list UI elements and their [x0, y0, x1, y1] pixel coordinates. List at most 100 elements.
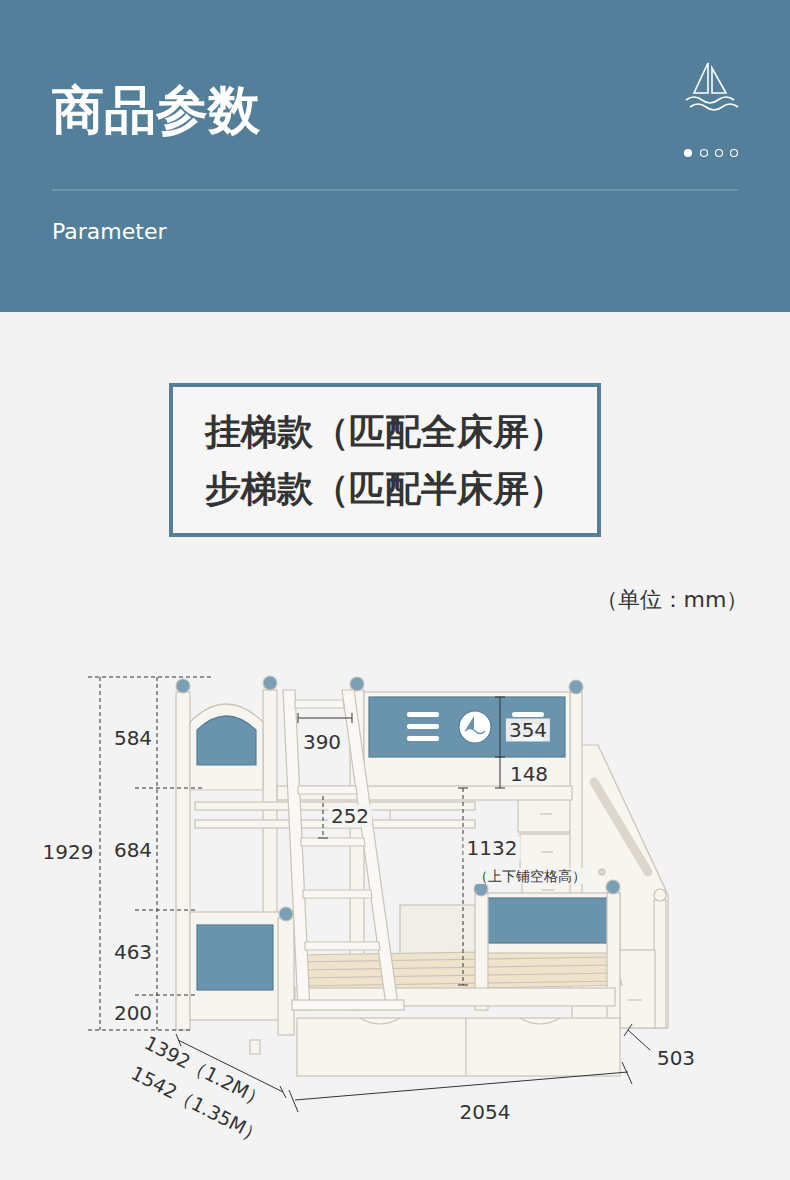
lower-bunk [299, 981, 621, 986]
page-dots [701, 150, 708, 157]
upper-rail [195, 786, 572, 828]
upper-headboard-right [369, 697, 565, 757]
dimension-lines [289, 1090, 298, 1112]
dimension-lines [298, 713, 299, 723]
variant-text: 挂梯款（匹配全床屏） [205, 403, 565, 460]
lower-bunk [487, 898, 611, 943]
sailboat-logo [686, 97, 734, 103]
lower-bunk [298, 965, 617, 970]
dimension-lines [157, 677, 158, 1030]
dimension-lines [323, 796, 324, 838]
dimension-lines [458, 985, 468, 986]
dimension-label: （上下铺空格高） [471, 868, 589, 884]
dimension-lines [176, 1034, 181, 1046]
upper-headboard-left [190, 704, 263, 790]
lower-bunk [295, 950, 622, 992]
under-bed-drawers [360, 1018, 400, 1024]
ladder [342, 690, 398, 1005]
header-rule [52, 190, 738, 191]
upper-headboard-right [350, 677, 364, 691]
dimension-label: 354 [506, 719, 550, 742]
stair-cabinet [615, 950, 655, 1028]
upper-rail [389, 810, 390, 820]
lower-headboard-left [190, 912, 280, 1020]
under-bed-drawers [465, 1018, 466, 1076]
dimension-lines [135, 910, 195, 911]
ladder [298, 786, 357, 794]
dimension-lines [88, 677, 212, 678]
dimension-lines [628, 1030, 650, 1050]
header-decoration [0, 0, 790, 312]
dimension-label: 1132 [464, 837, 521, 860]
stair-cabinet [628, 999, 642, 1000]
dimension-lines [298, 718, 352, 719]
dimension-label: 200 [114, 1002, 152, 1025]
ladder [303, 890, 372, 898]
dimension-lines [458, 788, 468, 789]
page-dots [716, 150, 723, 157]
upper-headboard-left [176, 679, 190, 693]
upper-headboard-left [176, 692, 190, 1030]
page-dots [685, 150, 692, 157]
dimension-label: 2054 [460, 1101, 511, 1124]
lower-headboard-left [278, 918, 294, 1035]
under-bed-drawers [250, 1040, 260, 1054]
lower-bunk [606, 880, 620, 894]
dimension-lines [295, 1072, 628, 1100]
page-dots [685, 150, 738, 157]
variant-text: 步梯款（匹配半床屏） [205, 460, 565, 517]
dimension-lines [495, 757, 505, 758]
dimension-lines [88, 1030, 190, 1031]
lower-bunk [607, 893, 620, 1030]
stair-cabinet [599, 869, 605, 875]
lower-headboard-left [279, 907, 293, 921]
dimension-label: 390 [300, 731, 344, 754]
page-ground [0, 312, 790, 1180]
dimension-label: 503 [657, 1047, 695, 1070]
dimension-lines [495, 788, 505, 789]
upper-headboard-right [569, 680, 583, 694]
ladder [283, 690, 404, 1010]
dimension-label: 1929 [43, 841, 94, 864]
dimension-lines [622, 1062, 632, 1084]
under-bed-drawers [297, 1018, 620, 1076]
dimension-lines [318, 838, 328, 839]
heading-text: 商品参数 [52, 79, 260, 141]
subheading-text: Parameter [52, 219, 166, 245]
stair-cabinet [520, 834, 574, 870]
dimension-lines [100, 677, 101, 1030]
lower-bunk [480, 893, 620, 953]
dimension-lines [88, 677, 650, 1112]
upper-rail [277, 786, 572, 800]
stair-cabinet [541, 851, 553, 852]
dimension-label: 148 [507, 763, 551, 786]
upper-headboard-right [407, 724, 439, 729]
stair-cabinet [518, 796, 574, 832]
upper-headboard-right [364, 692, 570, 788]
dimension-label: 584 [114, 727, 152, 750]
upper-headboard-left [263, 676, 277, 690]
lower-bunk [298, 973, 619, 978]
sailboat-logo [712, 68, 726, 93]
sailboat-logo [694, 63, 708, 93]
dimension-lines [463, 788, 464, 985]
upper-headboard-right [459, 711, 491, 743]
ladder [295, 700, 344, 708]
lower-headboard-left [190, 907, 294, 1035]
dimension-lines [352, 713, 353, 723]
under-bed-drawers [520, 1018, 560, 1024]
dimension-lines [495, 697, 505, 698]
header-band: 商品参数 Parameter [0, 0, 790, 312]
page-dots [731, 150, 738, 157]
upper-headboard-right [465, 729, 485, 734]
dimension-lines [280, 1086, 286, 1098]
upper-headboard-right [407, 712, 439, 717]
sailboat-logo [686, 63, 738, 110]
under-bed-drawers [250, 1018, 620, 1076]
ladder [305, 942, 380, 950]
stair-cabinet [540, 813, 552, 814]
upper-headboard-right [512, 712, 544, 717]
upper-headboard-right [407, 736, 439, 741]
ladder [301, 838, 365, 846]
